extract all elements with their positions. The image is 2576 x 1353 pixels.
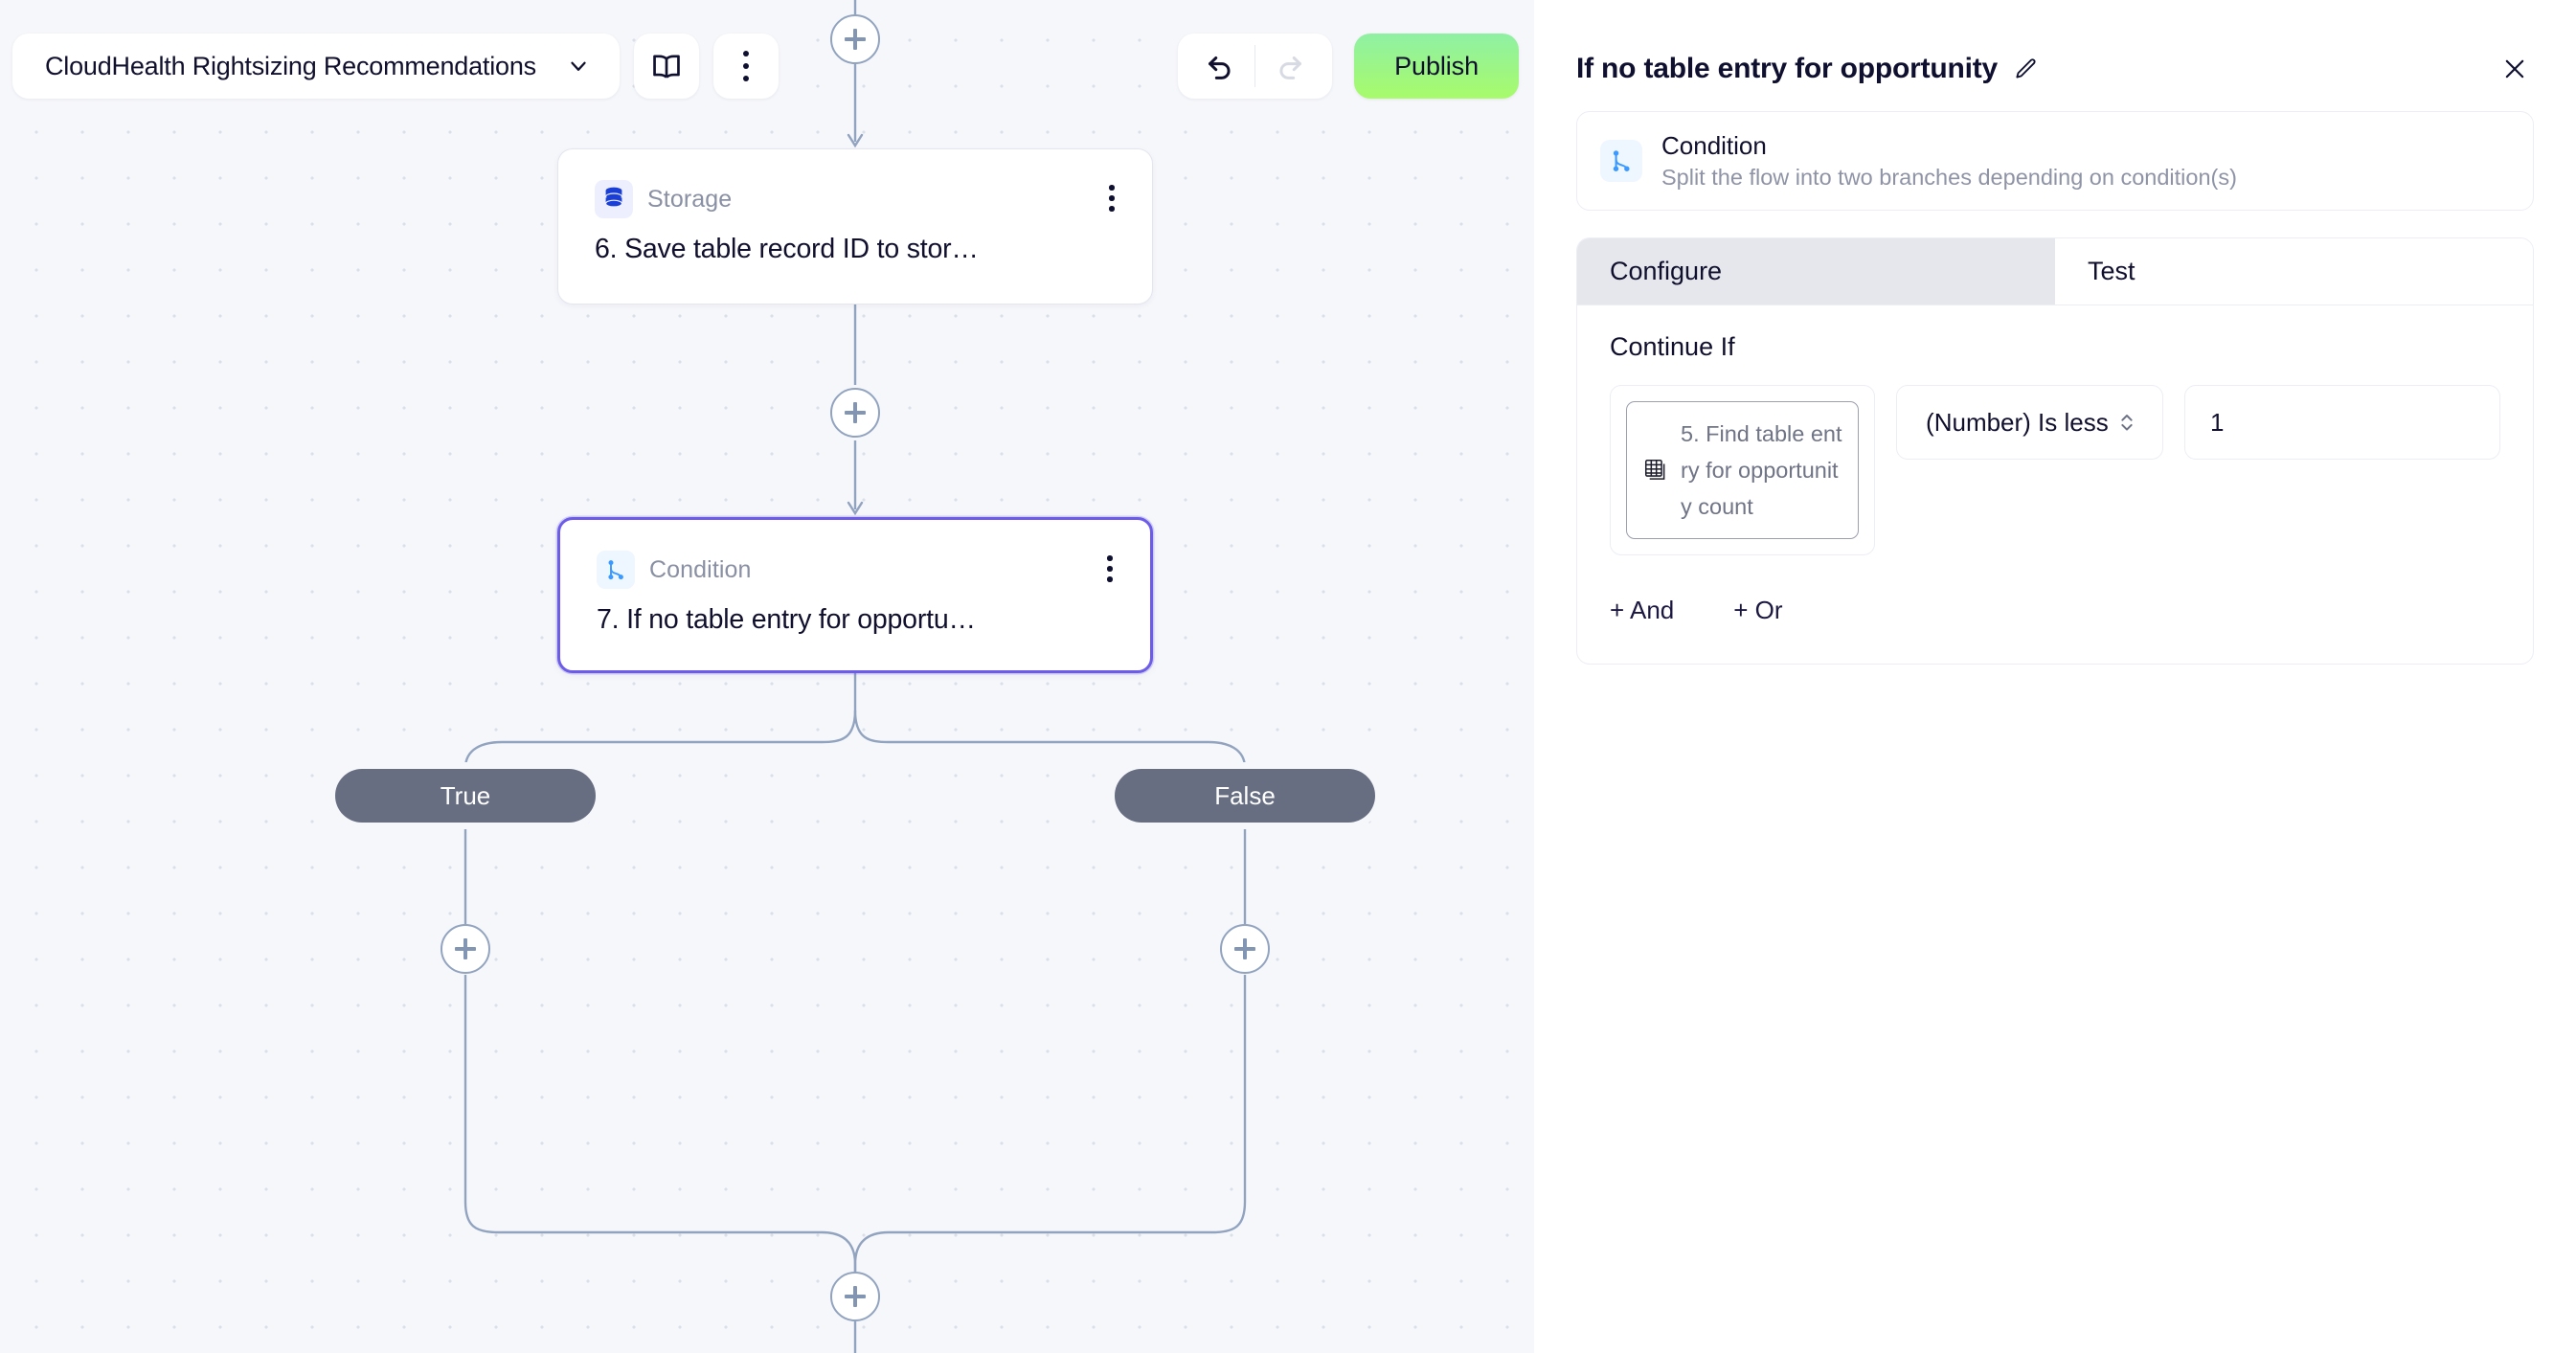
pencil-icon[interactable] bbox=[2013, 56, 2038, 81]
add-step-button-merge[interactable] bbox=[830, 1272, 880, 1321]
undo-redo-group bbox=[1177, 34, 1333, 99]
node-type-name: Condition bbox=[1661, 131, 1767, 160]
condition-row: 5. Find table entry for opportunity coun… bbox=[1577, 362, 2533, 556]
tab-test[interactable]: Test bbox=[2055, 238, 2533, 304]
node-kind-label: Condition bbox=[649, 555, 752, 583]
undo-button[interactable] bbox=[1186, 34, 1254, 99]
node-type-description: Split the flow into two branches dependi… bbox=[1661, 165, 2237, 190]
canvas-toolbar-right: Publish bbox=[1177, 34, 1519, 99]
more-options-button[interactable] bbox=[713, 34, 779, 99]
branch-icon bbox=[597, 551, 635, 589]
undo-arrow-icon bbox=[1204, 50, 1236, 82]
branch-label-text: False bbox=[1214, 780, 1276, 810]
branch-label-false[interactable]: False bbox=[1115, 769, 1375, 823]
redo-button[interactable] bbox=[1255, 34, 1324, 99]
flow-connectors bbox=[463, 0, 1247, 1353]
node-title: 7. If no table entry for opportu… bbox=[597, 604, 976, 635]
add-step-button-false-branch[interactable] bbox=[1220, 924, 1270, 974]
docs-button[interactable] bbox=[634, 34, 699, 99]
configure-card: Configure Test Continue If bbox=[1576, 237, 2534, 665]
panel-title: If no table entry for opportunity bbox=[1576, 53, 1999, 84]
add-or-button[interactable]: + Or bbox=[1733, 596, 1783, 625]
variable-token[interactable]: 5. Find table entry for opportunity coun… bbox=[1626, 401, 1860, 540]
add-and-button[interactable]: + And bbox=[1610, 596, 1675, 625]
branch-label-true[interactable]: True bbox=[335, 769, 596, 823]
branch-label-text: True bbox=[440, 780, 491, 810]
node-type-card: Condition Split the flow into two branch… bbox=[1576, 111, 2534, 211]
condition-value-input[interactable] bbox=[2184, 385, 2500, 460]
flow-name-label: CloudHealth Rightsizing Recommendations bbox=[45, 51, 536, 80]
canvas-toolbar-left: CloudHealth Rightsizing Recommendations bbox=[12, 34, 779, 99]
chevron-updown-icon bbox=[2116, 409, 2137, 436]
tab-configure[interactable]: Configure bbox=[1577, 238, 2055, 304]
table-icon bbox=[1642, 457, 1669, 484]
add-step-button-top[interactable] bbox=[830, 14, 880, 64]
close-icon[interactable] bbox=[2496, 50, 2534, 88]
add-step-button-middle[interactable] bbox=[830, 388, 880, 438]
node-menu-button[interactable] bbox=[1098, 178, 1125, 218]
book-icon bbox=[650, 50, 683, 82]
node-type-text: Condition Split the flow into two branch… bbox=[1661, 131, 2237, 191]
flow-node-condition[interactable]: Condition 7. If no table entry for oppor… bbox=[557, 517, 1153, 673]
publish-button[interactable]: Publish bbox=[1354, 34, 1519, 99]
node-header: Condition bbox=[597, 551, 752, 589]
node-title: 6. Save table record ID to stor… bbox=[595, 234, 979, 264]
flow-selector[interactable]: CloudHealth Rightsizing Recommendations bbox=[12, 34, 620, 99]
operator-select[interactable]: (Number) Is less bbox=[1896, 385, 2163, 460]
toolbar-divider bbox=[1254, 45, 1256, 87]
node-details-panel: If no table entry for opportunity bbox=[1534, 0, 2576, 1353]
chevron-down-icon bbox=[566, 54, 591, 79]
flow-canvas[interactable]: Storage 6. Save table record ID to stor… bbox=[0, 0, 1534, 1353]
continue-if-label: Continue If bbox=[1610, 332, 1735, 361]
panel-header: If no table entry for opportunity bbox=[1534, 0, 2576, 100]
branch-icon bbox=[1600, 140, 1642, 182]
add-step-button-true-branch[interactable] bbox=[441, 924, 490, 974]
panel-tabs: Configure Test bbox=[1577, 238, 2533, 305]
condition-variable-slot[interactable]: 5. Find table entry for opportunity coun… bbox=[1610, 385, 1876, 556]
node-header: Storage bbox=[595, 180, 732, 218]
variable-token-label: 5. Find table entry for opportunity coun… bbox=[1681, 421, 1842, 520]
redo-arrow-icon bbox=[1274, 50, 1306, 82]
kebab-menu-icon bbox=[742, 50, 750, 82]
database-icon bbox=[595, 180, 633, 218]
flow-node-storage[interactable]: Storage 6. Save table record ID to stor… bbox=[557, 148, 1153, 304]
node-kind-label: Storage bbox=[647, 185, 733, 213]
condition-add-buttons: + And + Or bbox=[1577, 555, 2533, 664]
node-menu-button[interactable] bbox=[1096, 549, 1123, 589]
operator-label: (Number) Is less bbox=[1926, 407, 2109, 437]
